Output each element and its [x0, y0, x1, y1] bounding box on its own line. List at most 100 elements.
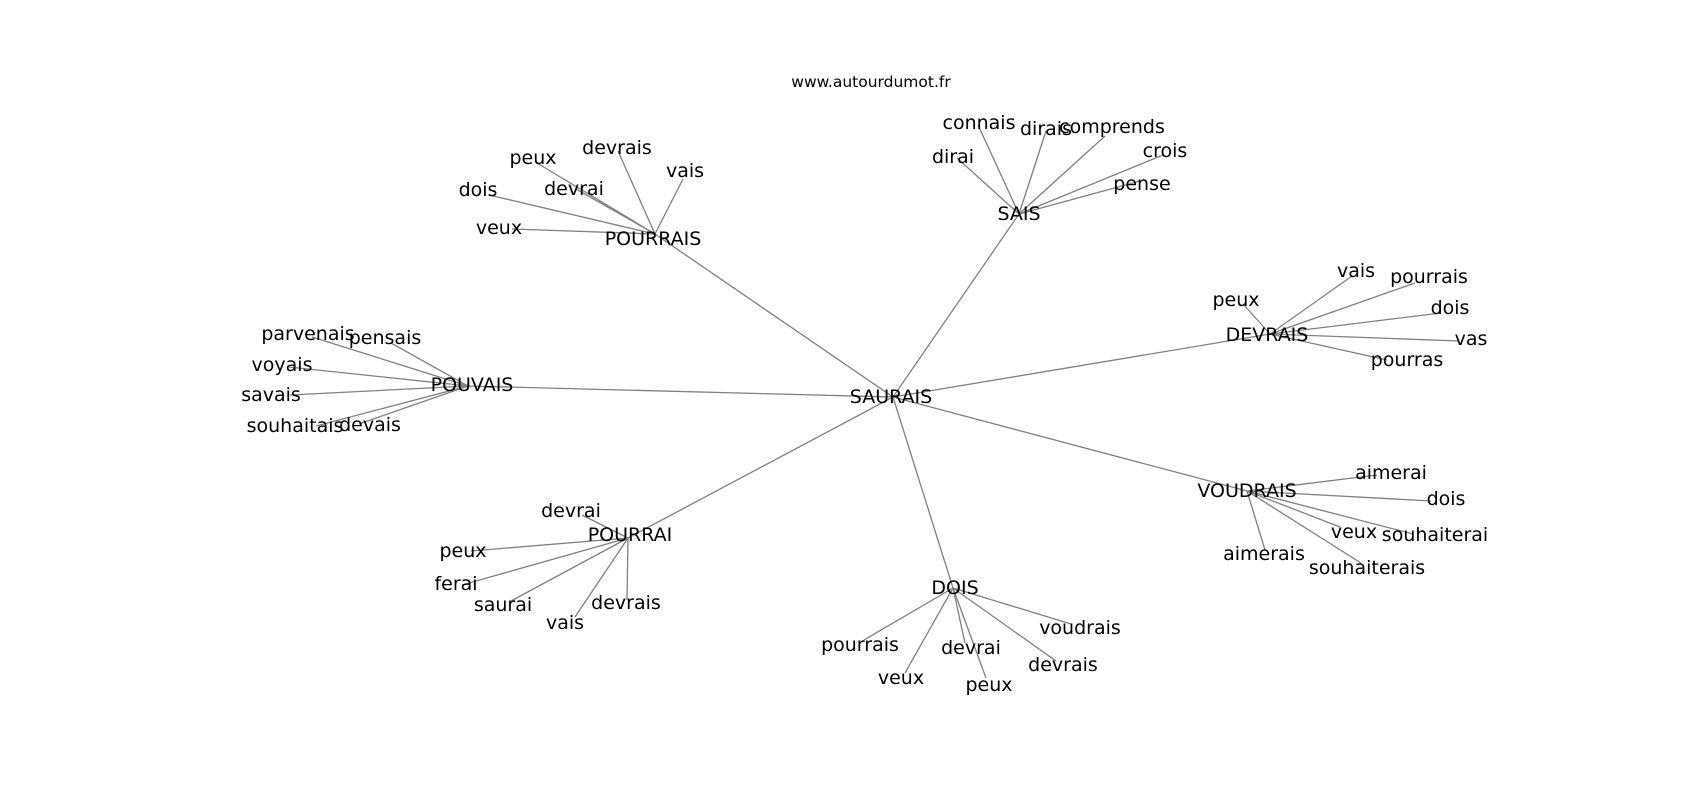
word-node-label: voyais: [252, 354, 313, 376]
edge-pouvais-word: [311, 336, 469, 387]
hub-node-label-dois: DOIS: [931, 577, 978, 599]
word-node-label: peux: [509, 147, 556, 169]
edge-devrais-word: [1269, 275, 1353, 335]
word-node-label: dois: [1427, 488, 1466, 510]
word-node-label: souhaiterais: [1309, 557, 1425, 579]
edge-center-sais: [892, 213, 1020, 398]
word-node-label: devrais: [1028, 654, 1098, 676]
word-node-label: veux: [1331, 521, 1377, 543]
word-node-label: saurai: [474, 594, 532, 616]
edge-pourrais-word: [575, 188, 656, 235]
center-node-label: SAURAIS: [850, 386, 932, 408]
hub-node-label-pourrais: POURRAIS: [605, 228, 702, 250]
word-node-label: comprends: [1059, 116, 1165, 138]
word-node-label: vais: [546, 612, 584, 634]
edge-dois-word: [952, 587, 1057, 662]
hub-node-label-voudrais: VOUDRAIS: [1197, 480, 1296, 502]
edge-pourrais-word: [488, 194, 656, 235]
word-node-label: devrais: [591, 592, 661, 614]
word-node-label: ferai: [434, 573, 477, 595]
word-node-label: veux: [476, 217, 522, 239]
edge-sais-word: [1018, 154, 1164, 215]
word-node-label: pourras: [1371, 349, 1444, 371]
edge-pouvais-word: [315, 385, 469, 427]
edge-sais-word: [1018, 180, 1141, 215]
word-node-label: voudrais: [1039, 617, 1121, 639]
word-node-label: aimerais: [1223, 543, 1305, 565]
site-label: www.autourdumot.fr: [791, 73, 951, 91]
word-node-label: devrai: [541, 500, 601, 522]
edge-dois-word: [904, 587, 954, 674]
edge-center-pourrais: [654, 233, 894, 398]
word-node-label: pensais: [349, 327, 422, 349]
word-node-label: devais: [339, 414, 401, 436]
edge-dois-word: [952, 587, 966, 644]
word-node-label: dois: [459, 179, 498, 201]
edge-pourrai-word: [574, 537, 629, 618]
edge-sais-word: [956, 157, 1020, 215]
word-node-label: parvenais: [261, 323, 354, 345]
edge-pouvais-word: [288, 366, 469, 387]
edge-voudrais-word: [1246, 490, 1362, 564]
edge-devrais-word: [1242, 303, 1271, 335]
word-node-label: dois: [1431, 297, 1470, 319]
edge-pourrai-word: [626, 537, 629, 601]
word-node-label: vas: [1455, 328, 1488, 350]
edge-pourrai-word: [581, 514, 629, 539]
word-node-label: vais: [666, 160, 704, 182]
edge-center-devrais: [892, 333, 1271, 398]
word-node-label: savais: [241, 384, 301, 406]
edge-pourrais-word: [654, 178, 684, 235]
word-node-label: devrai: [544, 178, 604, 200]
word-node-label: dirai: [932, 146, 974, 168]
edge-devrais-word: [1269, 333, 1388, 361]
word-node-label: souhaiterai: [1382, 524, 1488, 546]
edge-center-pouvais: [467, 385, 894, 398]
word-node-label: crois: [1143, 140, 1188, 162]
hub-node-label-pouvais: POUVAIS: [431, 374, 514, 396]
edge-sais-word: [977, 124, 1020, 215]
edge-voudrais-word: [1246, 490, 1341, 528]
word-node-label: peux: [439, 540, 486, 562]
edge-devrais-word: [1269, 312, 1442, 335]
word-node-label: veux: [878, 667, 924, 689]
hub-node-label-devrais: DEVRAIS: [1226, 324, 1309, 346]
word-node-label: devrais: [582, 137, 652, 159]
edge-dois-word: [863, 587, 954, 641]
hub-node-label-sais: SAIS: [997, 203, 1040, 225]
edge-center-dois: [892, 396, 954, 589]
edge-devrais-word: [1269, 282, 1416, 335]
edge-center-voudrais: [892, 396, 1248, 492]
edge-voudrais-word: [1246, 490, 1432, 502]
edge-dois-word: [952, 587, 987, 679]
word-node-label: connais: [943, 112, 1016, 134]
edge-pourrai-word: [461, 537, 629, 586]
edge-pourrai-word: [470, 537, 629, 552]
word-node-label: souhaitais: [247, 415, 344, 437]
edge-pouvais-word: [358, 385, 469, 425]
edge-dois-word: [952, 587, 1072, 625]
edge-sais-word: [1018, 130, 1047, 215]
edge-center-pourrai: [627, 396, 894, 539]
edge-pourrais-word: [617, 150, 656, 235]
edge-devrais-word: [1269, 333, 1460, 342]
graph-edges: [288, 124, 1460, 679]
edge-pouvais-word: [289, 385, 469, 396]
word-node-label: pense: [1113, 173, 1170, 195]
edge-voudrais-word: [1246, 474, 1378, 492]
word-node-label: peux: [1212, 289, 1259, 311]
word-node-label: dirais: [1020, 118, 1072, 140]
word-node-label: devrai: [941, 637, 1001, 659]
edge-pourrais-word: [511, 228, 656, 235]
hub-node-label-pourrai: POURRAI: [588, 524, 673, 546]
edge-pouvais-word: [390, 342, 469, 387]
word-node-label: pourrais: [821, 634, 899, 656]
edge-pourrai-word: [510, 537, 629, 602]
word-node-label: pourrais: [1390, 266, 1468, 288]
edge-voudrais-word: [1246, 490, 1414, 535]
word-node-label: vais: [1337, 260, 1375, 282]
edge-sais-word: [1018, 135, 1106, 215]
word-node-label: peux: [965, 674, 1012, 696]
